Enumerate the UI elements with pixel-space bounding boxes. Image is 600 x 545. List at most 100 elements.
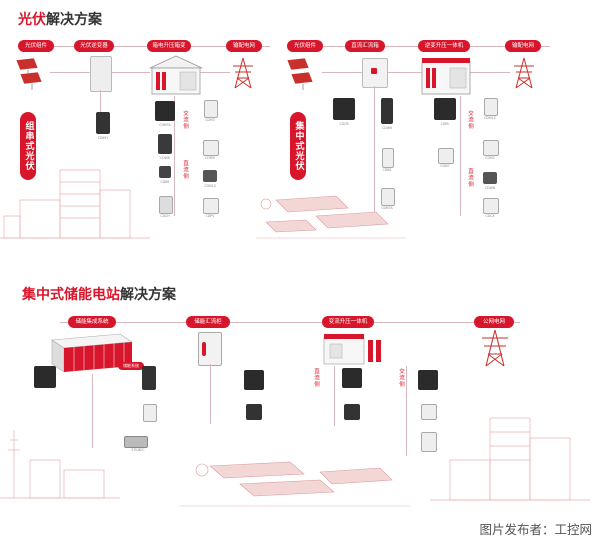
fuse-device: [483, 172, 497, 184]
solar-field-sketch: [256, 195, 406, 239]
switch-device: [438, 148, 454, 164]
flow-line: [200, 72, 230, 73]
side-ac-3: 交流侧: [398, 368, 404, 388]
side-ac-2: 交流侧: [467, 110, 473, 130]
publisher-footer: 图片发布者：工控网: [479, 522, 592, 537]
caption: CDM7: [440, 164, 450, 168]
caption: CDPV: [205, 214, 215, 218]
city-sketch-illustration: [0, 430, 120, 499]
acb-device: [155, 101, 175, 121]
side-dc-3: 直流侧: [313, 368, 319, 388]
caption: CDM3: [485, 156, 495, 160]
mccb-device: [142, 366, 156, 390]
mccb-device: [246, 404, 262, 420]
mccb-device: [381, 98, 393, 124]
label-pcs-boost: 变流升压一体机: [322, 316, 374, 328]
inverter-icon: [90, 56, 112, 92]
flow-line: [60, 322, 520, 323]
switch-device: [159, 196, 173, 214]
side-dc-2: 直流侧: [467, 168, 473, 188]
isolator-device: [203, 198, 219, 214]
switch-device: [421, 404, 437, 420]
flow-line: [112, 72, 150, 73]
label-boost-box: 箱电升压箱变: [147, 40, 191, 52]
caption: CDW6: [382, 126, 392, 130]
pcs-boost-icon: [323, 334, 381, 365]
branch-line: [374, 86, 375, 216]
label-pv-module: 光伏组件: [18, 40, 54, 52]
mccb-device: [158, 134, 172, 154]
mcb-device: [143, 404, 157, 422]
caption: CDM10: [204, 184, 216, 188]
acb-device: [434, 98, 456, 120]
fuse-device: [203, 170, 217, 182]
inverter-boost-icon: [421, 58, 471, 95]
breaker-device: [96, 112, 110, 134]
section1-title: 光伏解决方案: [18, 9, 102, 29]
side-ac: 交流侧: [182, 110, 188, 130]
caption: CDM3: [205, 118, 215, 122]
caption: CDCH: [160, 214, 170, 218]
acb-device: [333, 98, 355, 120]
caption: CDW6: [485, 186, 495, 190]
label-storage-system: 储能集成系统: [68, 316, 116, 328]
caption: STK-BEC: [131, 448, 145, 452]
mcb-device: [204, 100, 218, 118]
label-central-pv: 集中式光伏: [290, 112, 306, 180]
label-combiner: 直流汇流箱: [345, 40, 385, 52]
acb-device: [34, 366, 56, 388]
branch-line: [334, 366, 335, 426]
solar-panel-icon: [15, 57, 43, 90]
caption: CDCB: [339, 122, 349, 126]
spd-device: [381, 188, 395, 206]
flow-line: [50, 72, 90, 73]
caption: CDM3S: [159, 123, 171, 127]
caption: CDM3S: [381, 206, 393, 210]
spd-device: [421, 432, 437, 452]
flow-line: [322, 72, 362, 73]
branch-line: [92, 374, 93, 448]
acb-device: [418, 370, 438, 390]
label-public-grid: 公网电网: [474, 316, 514, 328]
city-sketch-illustration: [0, 169, 150, 239]
branch-line: [406, 366, 407, 456]
label-string-pv: 组串式光伏: [20, 112, 36, 180]
title-highlight: 光伏: [18, 12, 46, 28]
city-sketch-illustration: [430, 417, 590, 501]
caption: CDCX: [485, 214, 495, 218]
title-rest: 解决方案: [120, 287, 176, 303]
caption: CDBS: [382, 168, 392, 172]
caption: CDRL: [440, 122, 450, 126]
boost-box-icon: [149, 55, 203, 95]
title-highlight: 集中式储能电站: [22, 287, 120, 303]
section2-title: 集中式储能电站解决方案: [22, 284, 176, 304]
spd-device: [203, 140, 219, 156]
caption: CDW6: [160, 156, 170, 160]
acb-device: [244, 370, 264, 390]
grid-tower-icon: [482, 329, 508, 367]
caption: CDM1Z: [484, 116, 496, 120]
flow-line: [470, 72, 510, 73]
solar-panel-icon: [286, 57, 314, 90]
label-pv-inverter: 光伏逆变器: [74, 40, 114, 52]
storage-combiner-cabinet-icon: [198, 332, 222, 366]
storage-tag: 储能系统: [118, 362, 144, 370]
flow-line: [388, 72, 422, 73]
storage-container-icon: [51, 333, 133, 373]
spd-device: [483, 140, 499, 156]
caption: CDIM1: [97, 136, 109, 140]
mcb-device: [484, 98, 498, 116]
label-inverter-boost: 逆变升压一体机: [418, 40, 470, 52]
isolator-device: [483, 198, 499, 214]
power-pylon-icon: [514, 57, 534, 89]
acb-device: [342, 368, 362, 388]
mcb-device: [382, 148, 394, 168]
label-grid: 输配电网: [226, 40, 262, 52]
power-pylon-icon: [233, 57, 253, 89]
combiner-mark: [371, 68, 377, 74]
contactor-device: [159, 166, 171, 178]
branch-line: [460, 96, 461, 216]
cabinet-mark: [202, 342, 206, 356]
side-dc: 直流侧: [182, 160, 188, 180]
power-supply-device: [124, 436, 148, 448]
